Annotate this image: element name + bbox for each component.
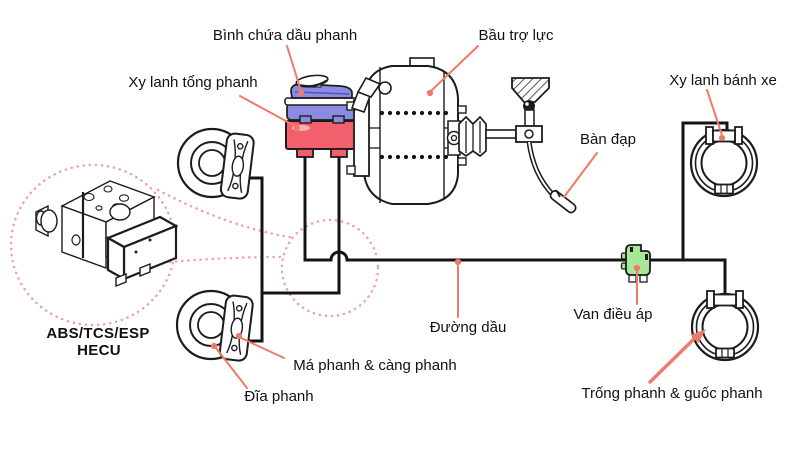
leader-drum <box>648 334 699 384</box>
hecu-ecu-box <box>105 215 179 281</box>
valve-foot-2 <box>639 274 648 283</box>
leader-reservoir <box>286 45 302 92</box>
pressure-valve <box>620 244 651 283</box>
leader-disc <box>215 347 248 389</box>
reservoir-leg-1 <box>299 115 312 124</box>
leader-wheel-cylinder <box>706 89 723 136</box>
rear-drum-brake-bottom <box>690 289 760 362</box>
hecu-unit <box>35 180 179 288</box>
hecu-dome <box>109 203 131 221</box>
reservoir-leg-2 <box>332 115 345 124</box>
brake-pedal-assembly <box>458 77 577 214</box>
check-valve <box>378 81 392 95</box>
master-cylinder-port-1 <box>296 148 314 158</box>
label-reservoir: Bình chứa dầu phanh <box>212 26 358 44</box>
valve-foot-1 <box>628 274 637 283</box>
pushrod <box>485 129 517 139</box>
label-oil-line: Đường dầu <box>429 318 507 336</box>
label-master-cylinder: Xy lanh tổng phanh <box>128 73 258 91</box>
label-drum-shoes: Trống phanh & guốc phanh <box>581 384 763 402</box>
label-pads-caliper: Má phanh & càng phanh <box>293 356 457 374</box>
leader-pads <box>240 337 285 359</box>
hydraulic-pipes <box>246 121 729 343</box>
pedal-arm <box>526 141 555 197</box>
front-disc-brake-top <box>176 127 256 201</box>
hecu-foot-1 <box>115 272 127 288</box>
hecu-foot-2 <box>139 262 151 278</box>
front-disc-brake-bottom <box>175 289 255 363</box>
booster-rivets <box>379 110 449 160</box>
callout-connector-top <box>156 188 297 240</box>
pipe-front-branch <box>262 157 341 295</box>
hecu-motor <box>40 209 58 233</box>
pedal-pad <box>549 189 577 214</box>
label-disc: Đĩa phanh <box>244 387 314 405</box>
pedal-mount-bracket <box>511 77 550 103</box>
leader-pedal <box>563 152 598 198</box>
label-pressure-valve: Van điều áp <box>573 305 653 323</box>
leader-master-cylinder <box>239 95 296 127</box>
pipe-front-vertical <box>246 176 264 343</box>
drum-arrowhead <box>691 329 706 343</box>
valve-body <box>625 244 651 276</box>
junction-callout-circle <box>280 218 380 318</box>
brake-booster <box>346 57 467 205</box>
master-cylinder-port-2 <box>330 148 348 158</box>
reservoir-cap <box>295 74 329 88</box>
leader-dots <box>210 89 726 350</box>
label-hecu-line2: HECU <box>77 341 121 359</box>
label-hecu-line1: ABS/TCS/ESP <box>46 324 150 342</box>
pipe-rear-riser <box>681 121 729 260</box>
leader-lines <box>215 45 723 389</box>
label-booster: Bầu trợ lực <box>478 26 554 44</box>
label-wheel-cylinder: Xy lanh bánh xe <box>669 71 777 89</box>
callout-connector-bottom <box>168 255 285 264</box>
brake-fluid-reservoir <box>284 74 359 124</box>
label-pedal: Bàn đạp <box>580 130 636 148</box>
leader-booster <box>430 45 479 92</box>
